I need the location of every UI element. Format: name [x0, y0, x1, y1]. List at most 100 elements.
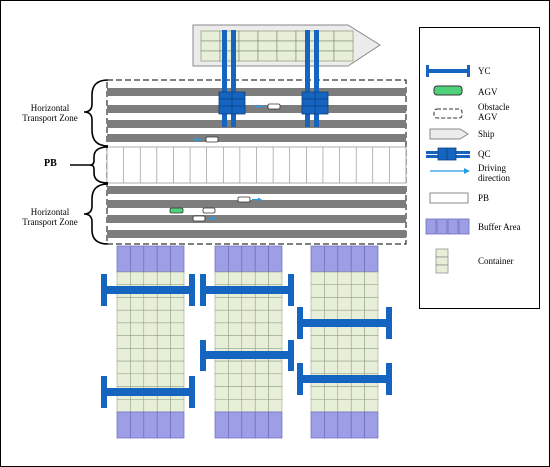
qc-icon [426, 147, 470, 161]
ship-container [200, 50, 221, 62]
legend-item-obstacle-agv: Obstacle AGV [420, 102, 539, 124]
yard-container [214, 271, 229, 285]
yard-container [254, 309, 269, 324]
legend-item-driving-direction: Driving direction [420, 163, 539, 185]
yard-block-1 [116, 245, 185, 439]
buffer-slot [310, 411, 325, 439]
yard-container [337, 297, 352, 311]
yard-container [143, 399, 158, 413]
yard-container [170, 322, 185, 336]
yard-container [268, 399, 283, 413]
yard-container [116, 271, 131, 285]
yard-container [170, 309, 185, 324]
legend-label-yc: YC [478, 66, 491, 76]
yard-container [241, 322, 256, 336]
legend-item-pb: PB [420, 191, 539, 205]
yard-container [324, 386, 339, 400]
yard-container [143, 297, 158, 311]
buffer-slot [214, 245, 229, 273]
buffer-slot [324, 245, 339, 273]
yard-container [143, 309, 158, 324]
yard-container [228, 297, 243, 311]
ship-container [238, 30, 259, 42]
buffer-slot [116, 245, 131, 273]
yard-container [254, 297, 269, 311]
ship-container [333, 40, 354, 52]
yard-container [337, 360, 352, 375]
ship-container [276, 50, 297, 62]
yard-container [130, 271, 145, 285]
yard-container [228, 271, 243, 285]
yard-container [364, 399, 379, 413]
yard-container [170, 360, 185, 375]
yard-container [268, 309, 283, 324]
yard-container [337, 284, 352, 298]
qc-cranes [218, 30, 329, 127]
yc-4 [200, 340, 294, 371]
buffer-slot [143, 411, 158, 439]
yard-container [337, 386, 352, 400]
yard-container [156, 348, 171, 362]
yard-container [156, 360, 171, 375]
yard-container [130, 399, 145, 413]
ship-icon [429, 128, 469, 140]
yard-container [228, 360, 243, 375]
yard-container [228, 399, 243, 413]
buffer-slot [241, 411, 256, 439]
buffer-slot [228, 245, 243, 273]
lower-lane-3 [107, 215, 406, 223]
yard-container [170, 271, 185, 285]
yard-container [214, 360, 229, 375]
yard-container [337, 335, 352, 349]
upper-lane-4 [107, 134, 406, 142]
pb-icon [429, 192, 469, 204]
buffer-slot [143, 245, 158, 273]
yard-container [241, 386, 256, 400]
ship-container [257, 30, 278, 42]
yard-container [268, 322, 283, 336]
yard-container [214, 322, 229, 336]
legend-label-buffer-area: Buffer Area [478, 222, 521, 232]
yard-container [116, 360, 131, 375]
yard-container [130, 360, 145, 375]
yc-icon [426, 65, 470, 77]
yard-container [254, 373, 269, 387]
yard-container [324, 399, 339, 413]
yard-container [310, 386, 325, 400]
yard-container [241, 399, 256, 413]
yc-2 [101, 376, 195, 408]
legend: YC AGV Obstacle AGV Ship QC Driv [419, 27, 540, 309]
yard-container [214, 399, 229, 413]
yard-container [214, 335, 229, 349]
ship-container [200, 30, 221, 42]
yard-container [364, 386, 379, 400]
lower-zone-label: Horizontal Transport Zone [22, 207, 78, 227]
buffer-slot [241, 245, 256, 273]
yard-container [214, 309, 229, 324]
yard-container [214, 373, 229, 387]
yard-blocks [116, 245, 379, 439]
yard-container [350, 348, 365, 362]
buffer-slot [228, 411, 243, 439]
yard-container [170, 399, 185, 413]
yard-container [350, 386, 365, 400]
lower-lane-2 [107, 200, 406, 208]
yc-1 [101, 274, 195, 306]
yard-container [143, 360, 158, 375]
yard-container [310, 399, 325, 413]
buffer-slot [337, 411, 352, 439]
qc-2 [301, 30, 329, 127]
buffer-slot [350, 411, 365, 439]
obstacle-agv-1 [267, 103, 281, 110]
yard-container [156, 322, 171, 336]
ship-container [333, 50, 354, 62]
legend-label-driving-direction: Driving direction [478, 163, 510, 183]
legend-label-qc: QC [478, 149, 491, 159]
buffer-slot [156, 411, 171, 439]
yard-container [268, 360, 283, 375]
buffer-slot [268, 245, 283, 273]
ship-container [238, 40, 259, 52]
yard-container [241, 297, 256, 311]
yard-container [350, 271, 365, 285]
vehicles [169, 103, 281, 222]
